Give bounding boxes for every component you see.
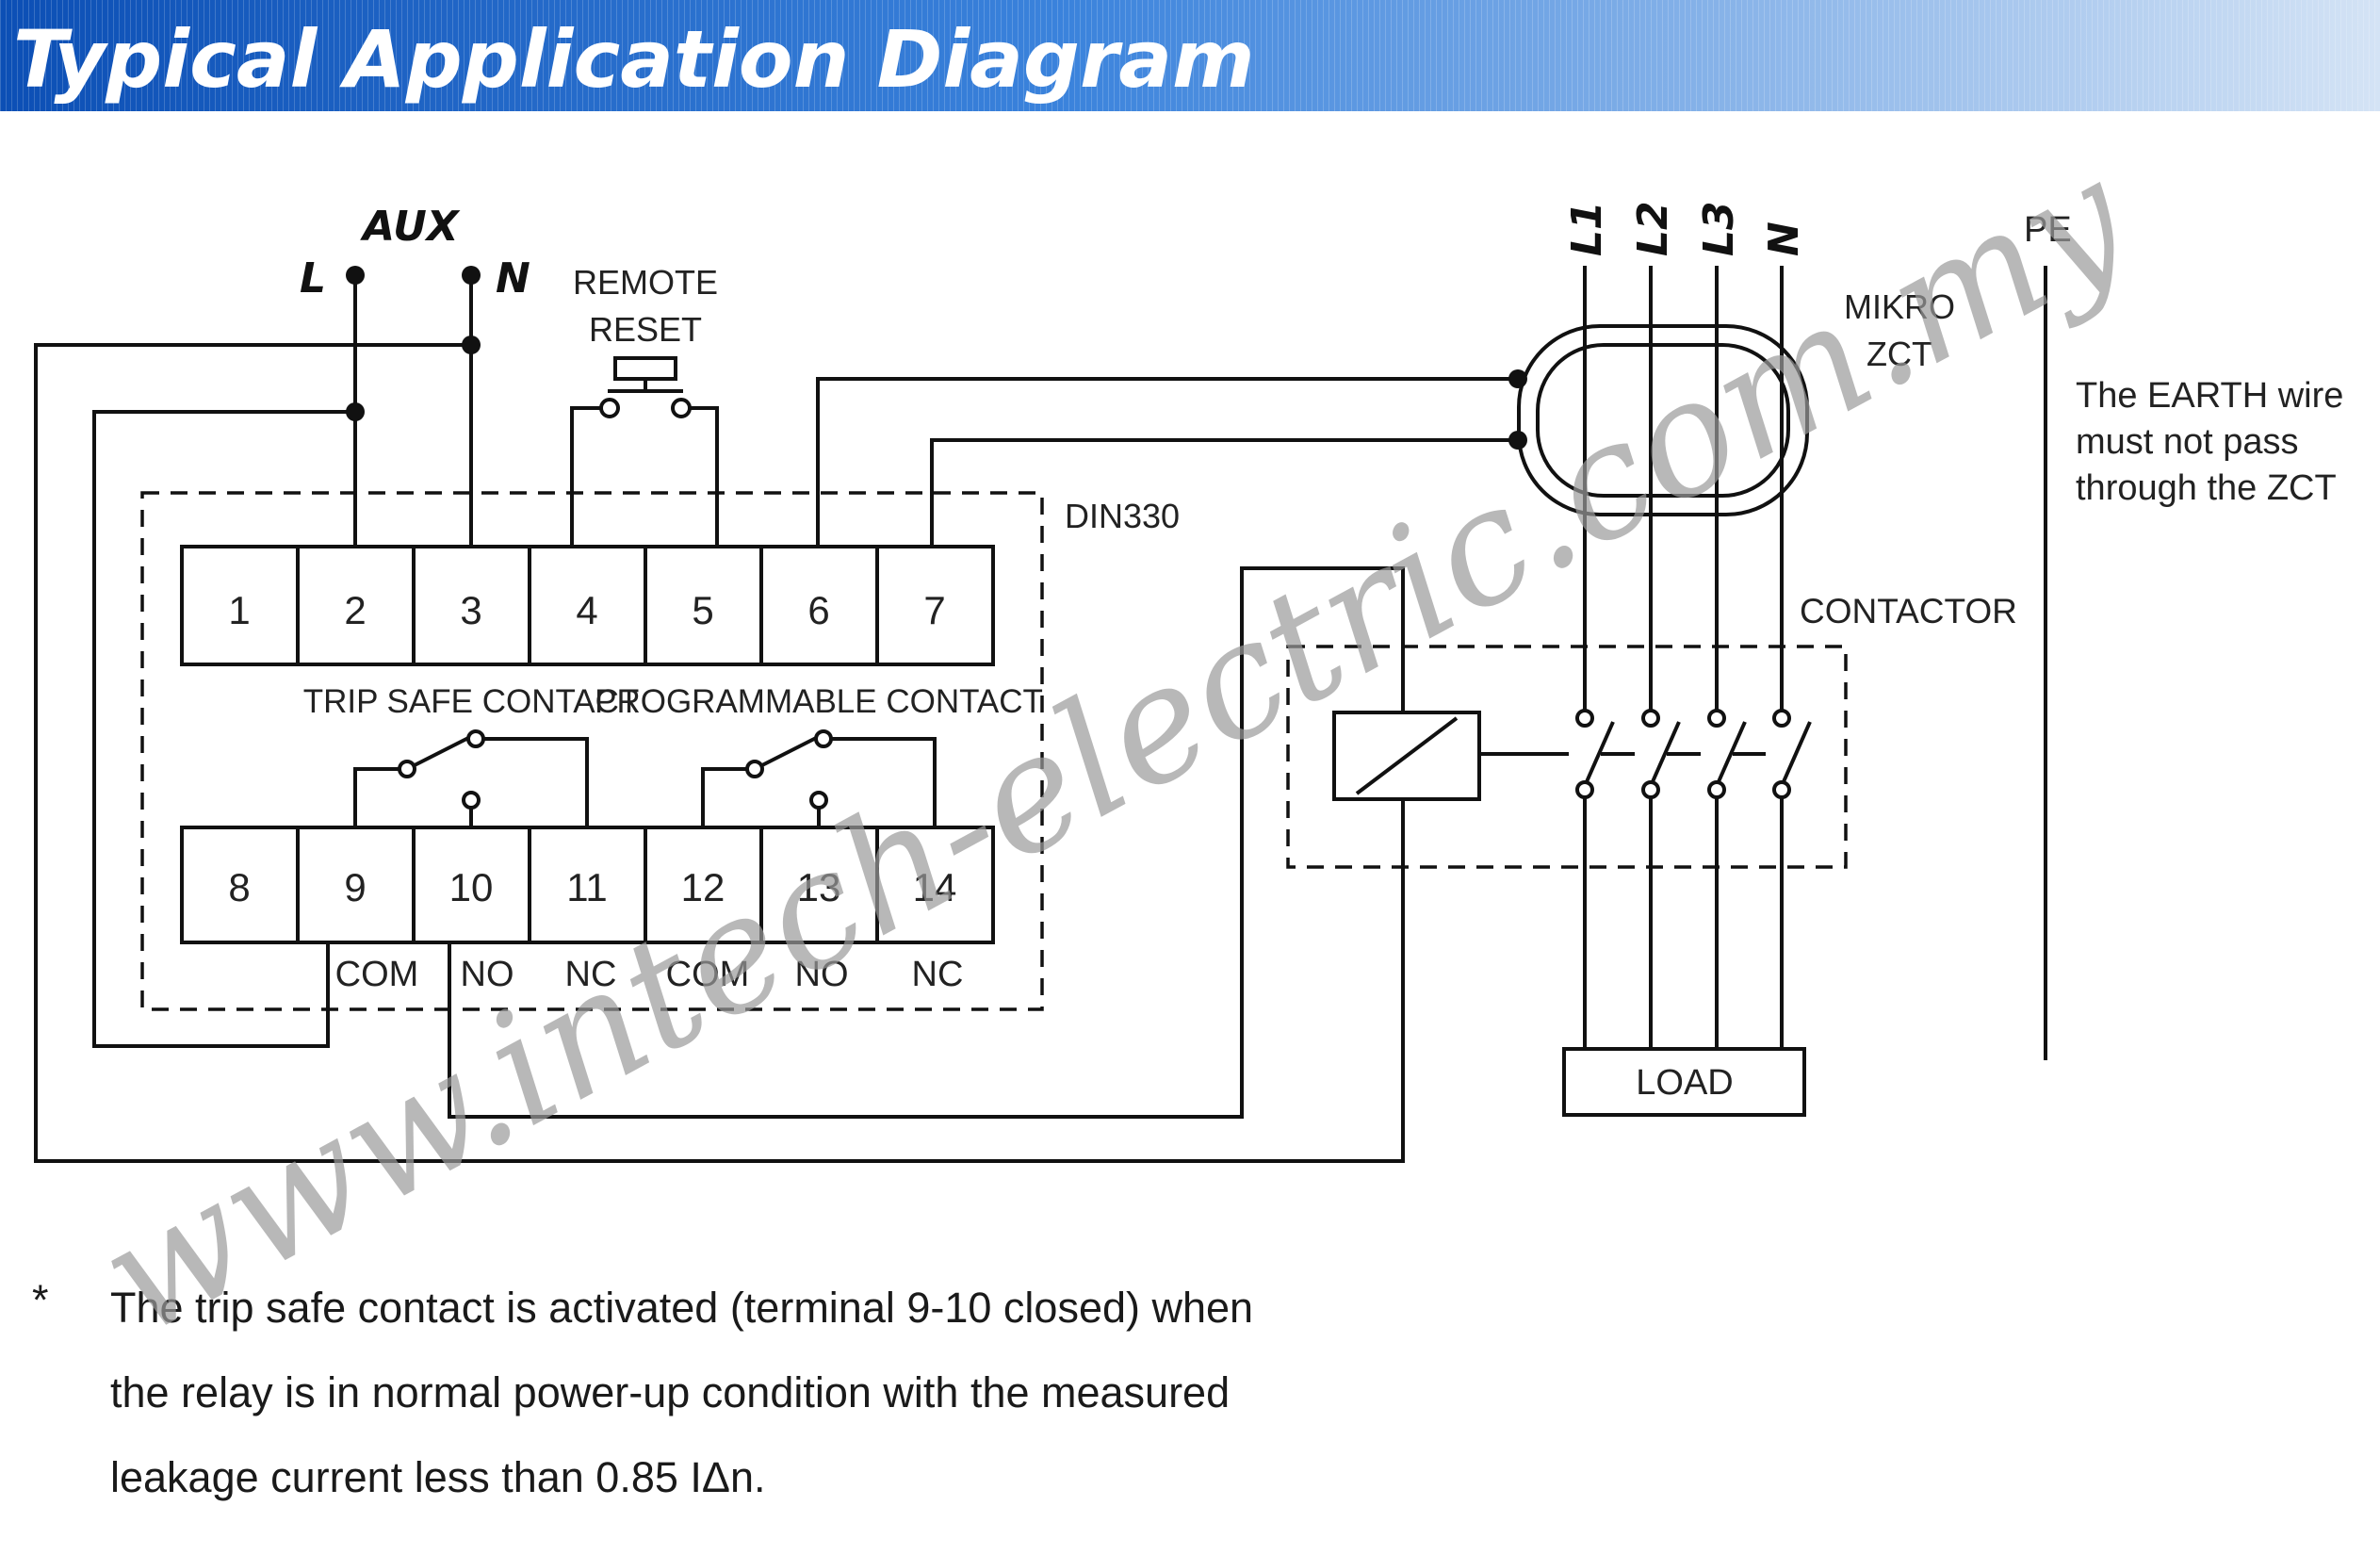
contact-label-com-2: COM — [666, 955, 750, 994]
relay-label: DIN330 — [1065, 497, 1180, 535]
aux-l-label: L — [300, 254, 326, 303]
power-lines — [1583, 266, 1784, 1049]
banner-title: Typical Application Diagram — [13, 13, 1255, 106]
zct-label-line1: MIKRO — [1844, 287, 1955, 326]
aux-label: AUX — [360, 203, 461, 251]
phase-label-l1: L1 — [1563, 201, 1611, 256]
terminal-7: 7 — [923, 588, 945, 632]
remote-reset-line1: REMOTE — [573, 263, 718, 302]
load-label: LOAD — [1636, 1063, 1733, 1103]
remote-reset-line2: RESET — [589, 310, 702, 349]
contact-label-nc-2: NC — [912, 955, 964, 994]
terminal-9: 9 — [344, 865, 366, 909]
contact-label-com-1: COM — [335, 955, 419, 994]
aux-n-label: N — [496, 254, 530, 303]
mikro-zct: MIKRO ZCT — [1508, 287, 1955, 516]
footnote-line1: The trip safe contact is activated (term… — [110, 1284, 1253, 1332]
wiring — [34, 275, 1785, 1163]
bottom-terminal-block: 8 9 10 11 12 13 14 — [180, 826, 995, 944]
contactor-label: CONTACTOR — [1800, 592, 2017, 630]
footnote-line2: the relay is in normal power-up conditio… — [110, 1368, 1230, 1416]
footnote-line3: leakage current less than 0.85 IΔn. — [110, 1453, 765, 1501]
pe-note-line2: must not pass — [2076, 422, 2299, 462]
programmable-switch — [701, 729, 937, 827]
terminal-1: 1 — [228, 588, 250, 632]
terminal-4: 4 — [576, 588, 597, 632]
footnote: * The trip safe contact is activated (te… — [32, 1276, 1253, 1501]
aux-nodes — [346, 266, 692, 421]
contact-label-no-2: NO — [795, 955, 849, 994]
phase-label-n: N — [1760, 221, 1808, 256]
terminal-14: 14 — [913, 865, 957, 909]
title-banner: Typical Application Diagram — [0, 0, 2380, 111]
contact-label-no-1: NO — [461, 955, 514, 994]
zct-label-line2: ZCT — [1867, 335, 1932, 373]
trip-safe-switch — [353, 729, 589, 827]
terminal-13: 13 — [797, 865, 841, 909]
pe-earth: PE The EARTH wire must not pass through … — [2024, 210, 2343, 1060]
terminal-12: 12 — [681, 865, 725, 909]
terminal-11: 11 — [566, 865, 608, 909]
pe-note-line3: through the ZCT — [2076, 468, 2337, 508]
relay-din330: DIN330 1 2 3 4 5 6 7 TRIP SAFE CONTACT P… — [140, 491, 1180, 1011]
terminal-10: 10 — [449, 865, 494, 909]
terminal-8: 8 — [228, 865, 250, 909]
trip-safe-contact-label: TRIP SAFE CONTACT — [303, 683, 640, 720]
terminal-6: 6 — [807, 588, 829, 632]
footnote-marker: * — [32, 1276, 49, 1324]
terminal-2: 2 — [344, 588, 366, 632]
terminal-3: 3 — [460, 588, 481, 632]
top-terminal-block: 1 2 3 4 5 6 7 — [180, 545, 995, 666]
programmable-contact-label: PROGRAMMABLE CONTACT — [595, 683, 1043, 720]
phase-label-l2: L2 — [1629, 201, 1677, 256]
load: LOAD — [1562, 1047, 1806, 1117]
contactor-poles — [1569, 709, 1812, 799]
pe-note-line1: The EARTH wire — [2076, 376, 2343, 416]
phase-label-l3: L3 — [1695, 201, 1743, 256]
contact-label-nc-1: NC — [565, 955, 617, 994]
pe-label: PE — [2024, 210, 2072, 250]
terminal-5: 5 — [692, 588, 713, 632]
contactor: CONTACTOR — [1286, 592, 2017, 869]
